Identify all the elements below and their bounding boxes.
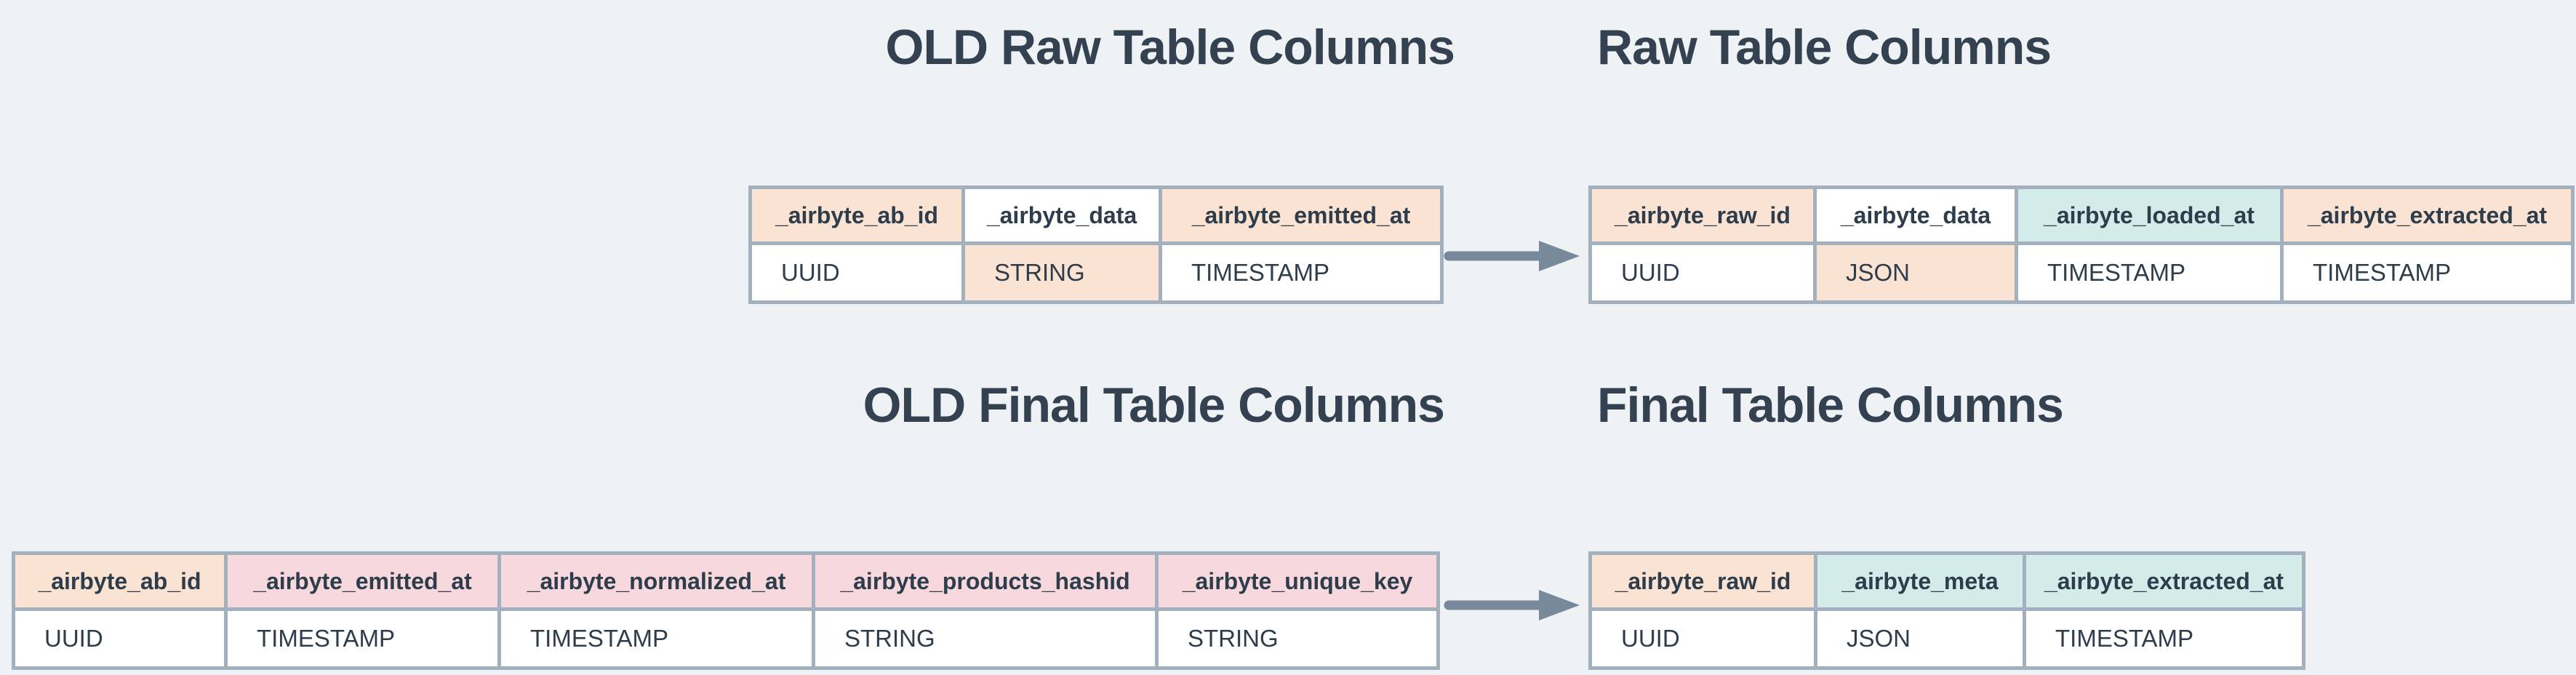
column-type-cell: UUID (752, 245, 965, 300)
column-name-cell: _airbyte_raw_id (1592, 555, 1817, 607)
final-columns-table: _airbyte_raw_id_airbyte_meta_airbyte_ext… (1588, 551, 2305, 670)
column-type-cell: UUID (1592, 245, 1817, 300)
column-type-cell: TIMESTAMP (2018, 245, 2284, 300)
column-name-row: _airbyte_raw_id_airbyte_data_airbyte_loa… (1592, 189, 2571, 241)
column-type-cell: JSON (1817, 611, 2026, 666)
column-name-cell: _airbyte_loaded_at (2018, 189, 2284, 241)
old-raw-columns-table: _airbyte_ab_id_airbyte_data_airbyte_emit… (748, 185, 1444, 304)
arrow-right-icon (1444, 241, 1580, 271)
column-name-cell: _airbyte_data (1817, 189, 2018, 241)
column-name-cell: _airbyte_unique_key (1159, 555, 1436, 607)
column-name-cell: _airbyte_products_hashid (815, 555, 1159, 607)
column-type-cell: UUID (1592, 611, 1817, 666)
old-final-columns-table: _airbyte_ab_id_airbyte_emitted_at_airbyt… (12, 551, 1440, 670)
column-name-cell: _airbyte_ab_id (752, 189, 965, 241)
final-table-title: Final Table Columns (1597, 378, 2064, 433)
column-type-cell: TIMESTAMP (501, 611, 815, 666)
column-name-row: _airbyte_raw_id_airbyte_meta_airbyte_ext… (1592, 555, 2302, 607)
arrow-right-icon (1444, 590, 1580, 620)
column-name-row: _airbyte_ab_id_airbyte_data_airbyte_emit… (752, 189, 1440, 241)
column-type-cell: UUID (15, 611, 228, 666)
column-name-cell: _airbyte_raw_id (1592, 189, 1817, 241)
column-name-cell: _airbyte_extracted_at (2026, 555, 2302, 607)
column-type-cell: STRING (1159, 611, 1436, 666)
column-name-cell: _airbyte_ab_id (15, 555, 228, 607)
column-name-cell: _airbyte_meta (1817, 555, 2026, 607)
raw-columns-table: _airbyte_raw_id_airbyte_data_airbyte_loa… (1588, 185, 2575, 304)
old-raw-table-title: OLD Raw Table Columns (885, 20, 1455, 75)
column-name-cell: _airbyte_normalized_at (501, 555, 815, 607)
raw-table-title: Raw Table Columns (1597, 20, 2052, 75)
column-name-cell: _airbyte_data (965, 189, 1162, 241)
column-name-cell: _airbyte_emitted_at (1162, 189, 1440, 241)
column-name-cell: _airbyte_emitted_at (228, 555, 501, 607)
old-final-table-title: OLD Final Table Columns (863, 378, 1445, 433)
column-type-cell: TIMESTAMP (2026, 611, 2302, 666)
column-name-cell: _airbyte_extracted_at (2284, 189, 2571, 241)
column-type-cell: JSON (1817, 245, 2018, 300)
column-name-row: _airbyte_ab_id_airbyte_emitted_at_airbyt… (15, 555, 1436, 607)
column-type-cell: STRING (965, 245, 1162, 300)
column-type-cell: STRING (815, 611, 1159, 666)
column-type-cell: TIMESTAMP (228, 611, 501, 666)
column-type-cell: TIMESTAMP (2284, 245, 2571, 300)
column-type-cell: TIMESTAMP (1162, 245, 1440, 300)
